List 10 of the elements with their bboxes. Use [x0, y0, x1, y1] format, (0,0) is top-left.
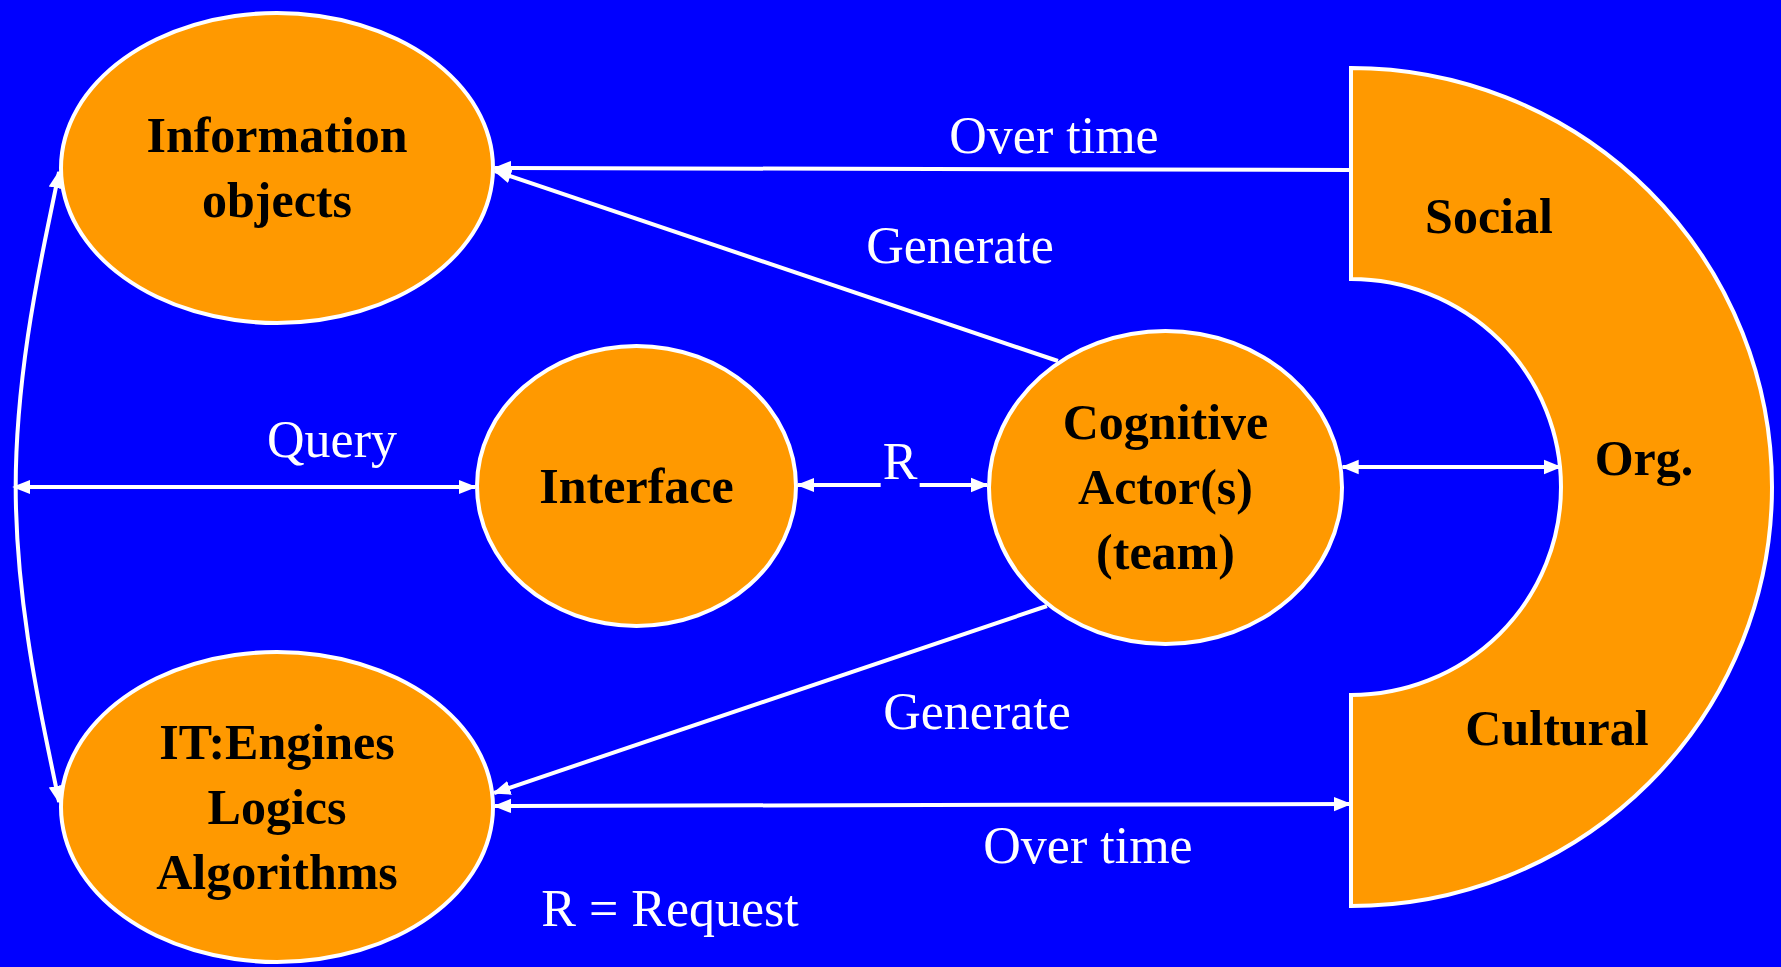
node-label: Cognitive Actor(s) (team)	[1061, 393, 1270, 582]
arrow	[493, 169, 1059, 363]
arrow	[12, 479, 477, 495]
band-label: Cultural	[1465, 698, 1649, 758]
band-label: Social	[1425, 186, 1553, 246]
arrow	[492, 604, 1048, 795]
node-label: Information objects	[145, 106, 409, 230]
node-label: IT:Engines Logics Algorithms	[155, 712, 399, 902]
node-label: Interface	[539, 456, 734, 516]
band-label: Org.	[1594, 428, 1694, 488]
